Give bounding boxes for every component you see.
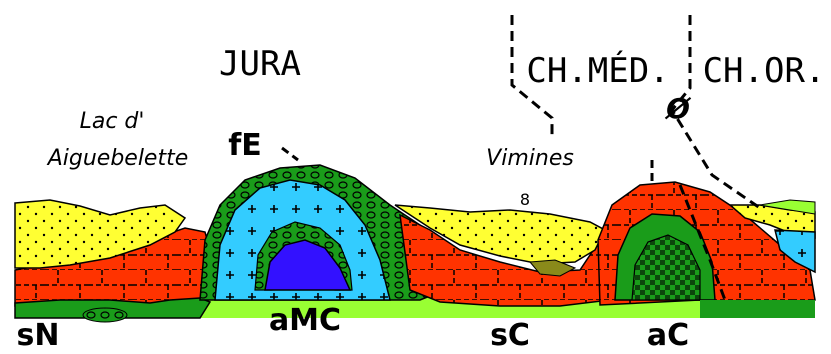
label-jura: JURA [219, 44, 301, 84]
label-lac-line2: Aiguebelette [46, 146, 189, 171]
label-amc: aMC [269, 303, 341, 338]
label-lac-line1: Lac d' [80, 109, 145, 134]
fault-fe [282, 148, 298, 160]
right-marl-band [700, 300, 815, 318]
left-small-structure [83, 308, 127, 322]
label-ac: aC [647, 318, 689, 353]
village-symbol: 8 [520, 190, 530, 209]
label-ch-med: CH.MÉD. [526, 50, 669, 91]
label-ch-or: CH.OR. [703, 51, 826, 91]
label-sc: sC [490, 318, 530, 353]
label-vimines: Vimines [486, 146, 574, 171]
label-sn: sN [17, 318, 60, 353]
label-fe: fE [228, 128, 262, 163]
fault-symbol: Ø [664, 92, 692, 125]
